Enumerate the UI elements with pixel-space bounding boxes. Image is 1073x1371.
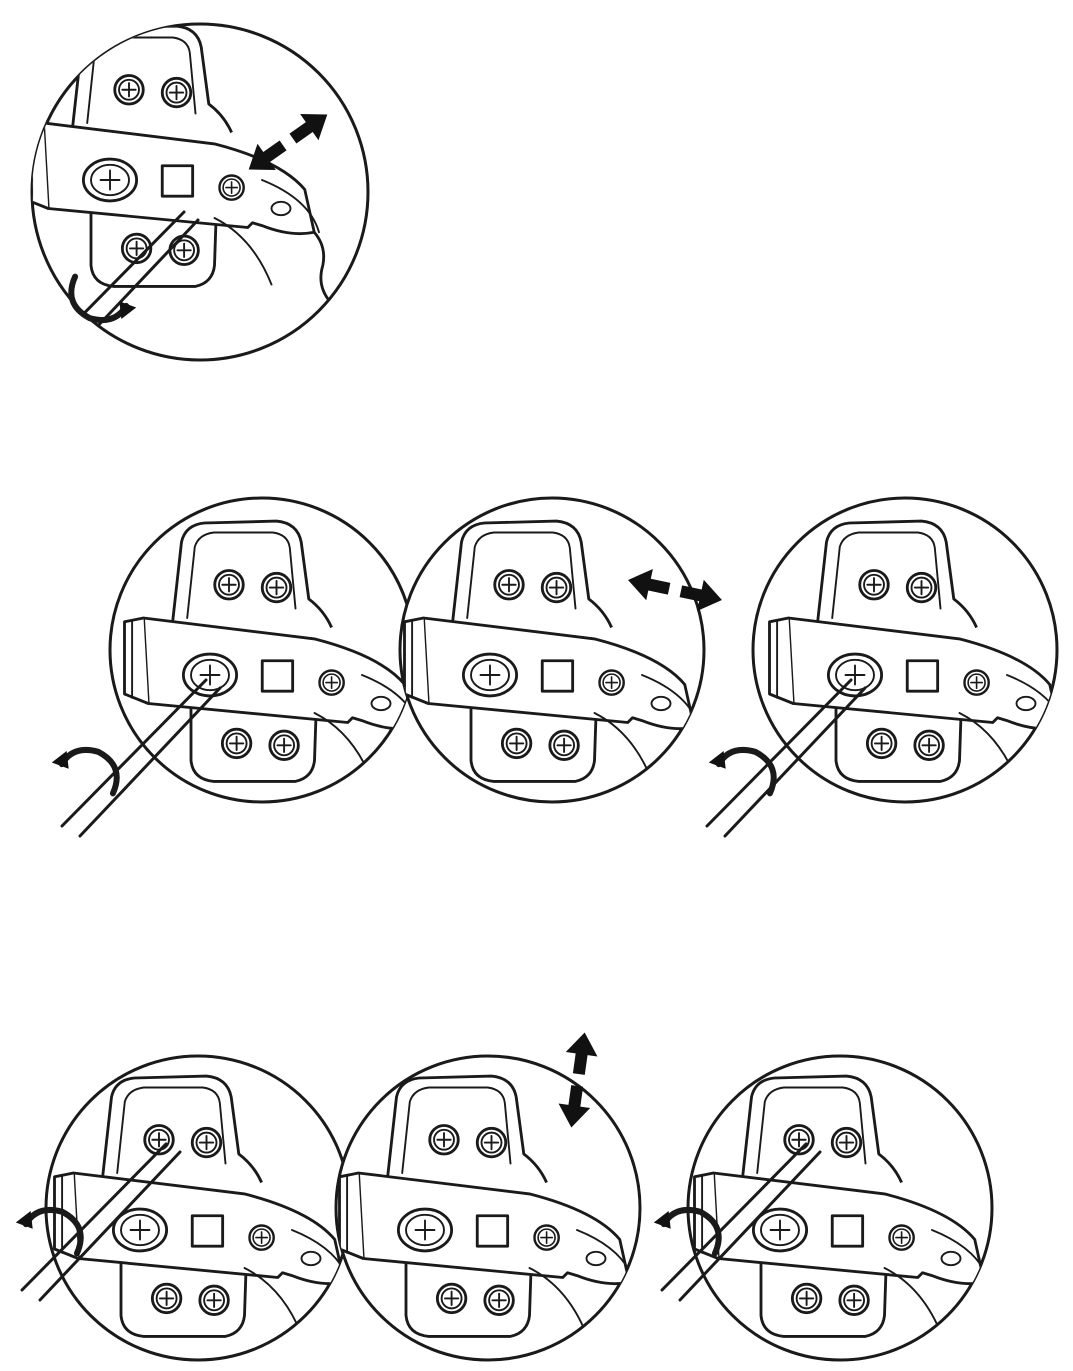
- height-panel-after: [651, 1054, 994, 1362]
- side-panel-after: [706, 496, 1059, 838]
- depth-panel: [30, 22, 370, 362]
- height-panel-result: [334, 1030, 642, 1362]
- height-adjustment: [13, 1030, 994, 1362]
- side-panel-before: [49, 496, 416, 838]
- counter-clockwise-rotation-icon: [49, 738, 125, 793]
- clockwise-rotation-icon: [706, 738, 782, 793]
- side-panel-result: [398, 496, 726, 804]
- side-adjustment: [49, 496, 1059, 838]
- height-panel-before: [13, 1054, 352, 1362]
